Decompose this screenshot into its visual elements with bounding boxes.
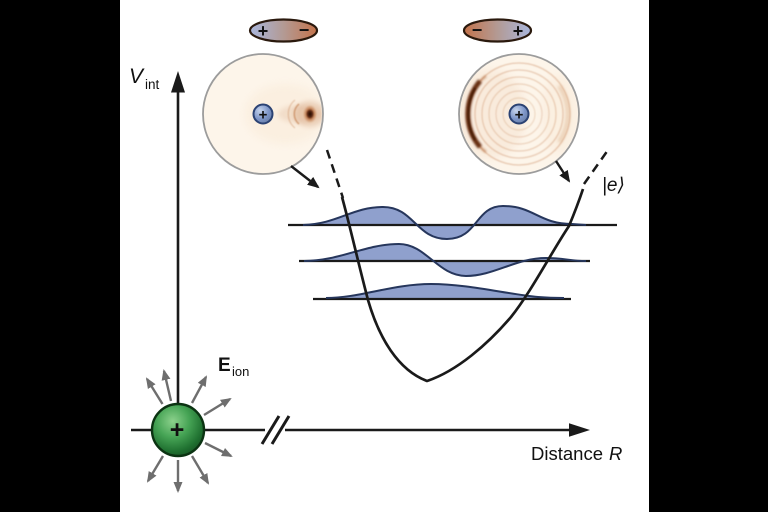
wavefunction-v0-fill: [326, 284, 564, 298]
dipole-right: − +: [462, 18, 533, 43]
dipole-left: + −: [248, 18, 319, 43]
x-axis-label-variable: R: [609, 443, 622, 464]
electron-wavepacket-spot: [303, 105, 317, 123]
field-arrow: [190, 375, 208, 404]
y-axis: [171, 71, 185, 430]
y-axis-label: V: [129, 65, 145, 88]
dipole-right-minus-sign: −: [472, 20, 483, 40]
right-nucleus: [508, 103, 530, 125]
electron-rings: [467, 62, 571, 166]
wavefunction-v0-outline: [325, 282, 565, 299]
potential-curve-dashed-left: [325, 149, 345, 199]
wavefunction-v2-outline: [302, 204, 587, 241]
left-black-bar: [0, 0, 120, 512]
field-label-subscript: ion: [232, 364, 249, 379]
left-nucleus-charge: +: [259, 107, 268, 124]
field-arrow: [204, 441, 233, 458]
wavefunctions: [303, 206, 586, 298]
potential-curve-solid: [340, 188, 585, 383]
field-arrow: [161, 369, 173, 402]
inset-left: +: [202, 53, 324, 175]
ion-charge-sign: +: [170, 416, 185, 444]
wavefunction-v1-outline: [303, 242, 587, 278]
excited-state-label: |e⟩: [602, 175, 625, 196]
wavefunction-v1-fill: [304, 244, 586, 276]
y-axis-label-subscript: int: [145, 77, 160, 92]
field-arrows: [145, 369, 233, 493]
annotation-arrow-left: [290, 165, 320, 189]
energy-levels: [288, 223, 617, 301]
wavefunction-outlines: [302, 204, 587, 299]
right-black-bar: [649, 0, 768, 512]
interference-fringe: [287, 99, 296, 129]
field-arrow: [203, 397, 232, 417]
field-arrow: [190, 455, 210, 485]
dipole-right-plus-sign: +: [513, 21, 524, 41]
right-edge-ring: [557, 84, 570, 144]
annotation-arrow-right: [554, 160, 571, 183]
dipole-left-plus-sign: +: [258, 21, 269, 41]
dipole-left-minus-sign: −: [299, 20, 310, 40]
axis-break: [260, 415, 291, 445]
inset-right: +: [458, 53, 580, 175]
y-axis-arrowhead: [171, 71, 185, 93]
field-arrow: [145, 377, 164, 405]
potential-curve-dashed-right: [582, 149, 610, 185]
x-axis-arrowhead: [569, 423, 590, 437]
right-nucleus-charge: +: [515, 107, 524, 124]
wavefunction-v2-fill: [303, 206, 586, 239]
field-arrow: [146, 455, 165, 483]
x-axis-label: Distance: [531, 443, 603, 464]
left-nucleus: [252, 103, 274, 125]
potential-curve: [325, 149, 610, 383]
field-label: E: [218, 355, 231, 376]
ion-sphere: +: [150, 402, 206, 458]
